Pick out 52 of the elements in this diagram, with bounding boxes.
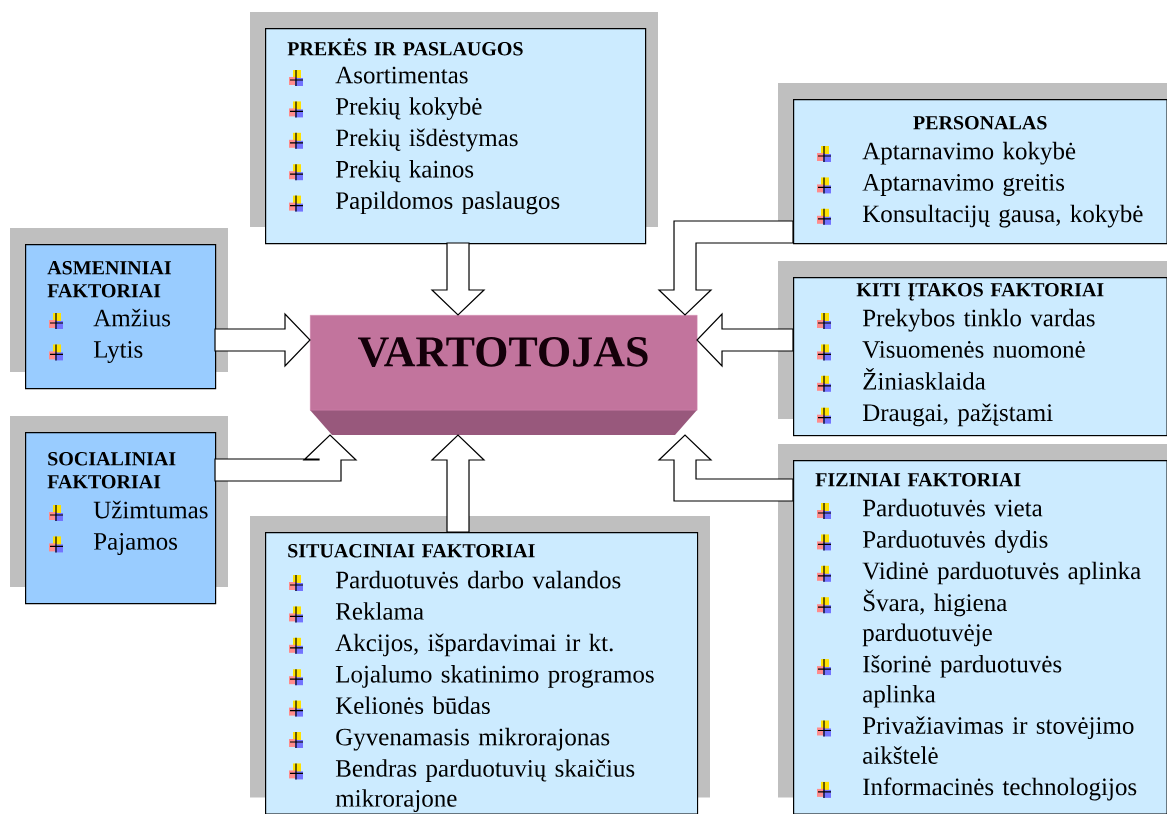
title-block: VARTOTOJAS (310, 315, 698, 435)
list-item: Parduotuvės darbo valandos (335, 570, 621, 589)
list-item: Išorinė parduotuvės aplinka (863, 654, 1062, 708)
list-item: Užimtumas (93, 500, 208, 519)
list-item: Lojalumo skatinimo programos (335, 665, 654, 688)
list-item: Parduotuvės vieta (862, 498, 1043, 517)
box-heading: KITI ĮTAKOS FAKTORIAI (856, 283, 1104, 301)
list-item: Visuomenės nuomonė (862, 341, 1085, 358)
list-item: Aptarnavimo greitis (862, 174, 1065, 196)
info-box (793, 99, 1167, 245)
info-box (265, 532, 699, 814)
list-item: Prekių išdėstymas (335, 128, 518, 152)
box-heading: PREKĖS IR PASLAUGOS (287, 38, 523, 56)
list-item: Švara, higiena parduotuvėje (862, 589, 1007, 647)
list-item: Bendras parduotuvių skaičius mikrorajone (335, 759, 635, 812)
list-item: Žiniasklaida (863, 368, 986, 390)
box-heading: SITUACINIAI FAKTORIAI (288, 544, 535, 558)
list-item: Aptarnavimo kokybė (862, 141, 1076, 165)
list-item: Prekybos tinklo vardas (862, 308, 1095, 332)
info-box (793, 460, 1167, 814)
info-box (25, 432, 217, 605)
list-item: Lytis (93, 341, 143, 363)
list-item: Privažiavimas ir stovėjimo aikštelė (862, 716, 1134, 764)
list-item: Draugai, pažįstami (862, 403, 1053, 427)
box-heading: SOCIALINIAI FAKTORIAI (47, 452, 176, 489)
list-item: Kelionės būdas (335, 696, 490, 715)
list-item: Prekių kainos (335, 160, 474, 183)
block-arrow (696, 312, 794, 368)
block-arrow (430, 242, 486, 316)
block-arrow (214, 312, 311, 368)
block-arrow (657, 434, 794, 502)
list-item: Informacinės technologijos (863, 777, 1137, 801)
list-item: Parduotuvės dydis (862, 530, 1048, 553)
box-heading: FIZINIAI FAKTORIAI (815, 473, 1021, 487)
list-item: Konsultacijų gausa, kokybė (862, 204, 1143, 228)
block-arrow (657, 220, 794, 316)
block-arrow (430, 434, 486, 533)
info-box (793, 277, 1167, 437)
list-item: Gyvenamasis mikrorajonas (336, 727, 610, 751)
info-box (25, 244, 217, 390)
list-item: Vidinė parduotuvės aplinka (862, 561, 1141, 585)
box-heading: ASMENINIAI FAKTORIAI (47, 261, 171, 298)
box-heading: PERSONALAS (913, 116, 1047, 130)
list-item: Amžius (93, 308, 171, 327)
block-arrow (214, 434, 358, 482)
info-box (265, 28, 647, 245)
list-item: Papildomos paslaugos (335, 191, 560, 215)
list-item: Pajamos (93, 533, 178, 555)
list-item: Asortimentas (335, 66, 468, 84)
list-item: Prekių kokybė (335, 97, 482, 120)
list-item: Akcijos, išpardavimai ir kt. (335, 633, 613, 657)
list-item: Reklama (335, 602, 424, 620)
